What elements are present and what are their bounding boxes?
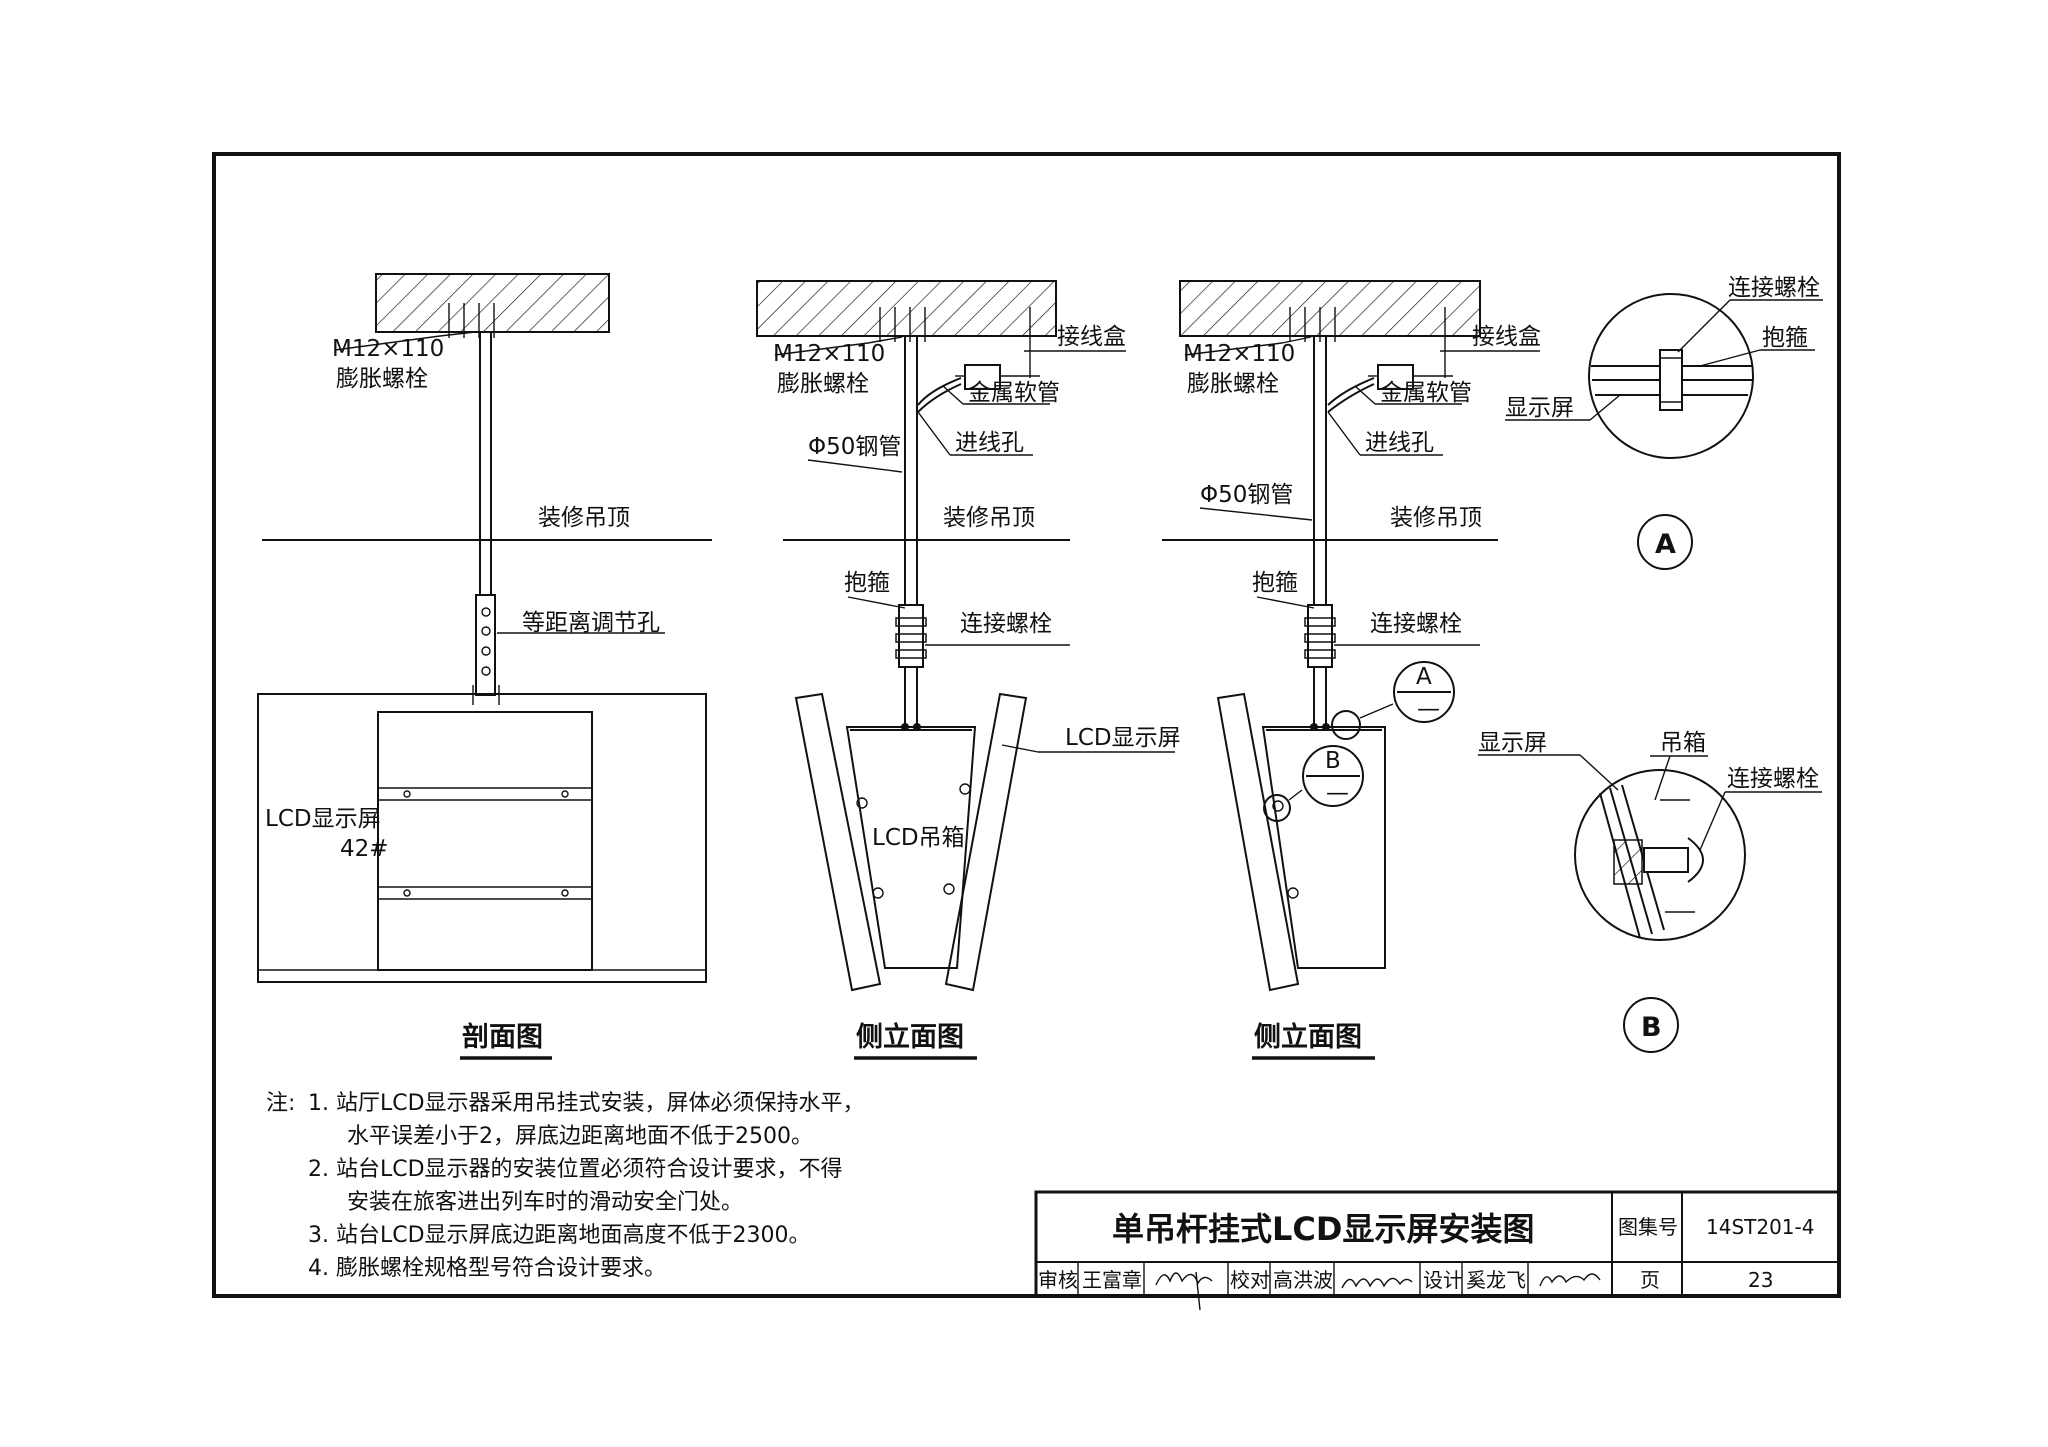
designer-name: 奚龙飞 [1466, 1268, 1526, 1292]
label-display-screen: 显示屏 [1478, 730, 1547, 756]
ceiling-slab [375, 273, 610, 333]
drawing-title: 单吊杆挂式LCD显示屏安装图 [1112, 1210, 1534, 1248]
label-hanging-box: 吊箱 [1660, 730, 1706, 756]
lcd-screen-panel [377, 711, 593, 971]
review-label: 审核 [1038, 1268, 1078, 1292]
reviewer-name: 王富章 [1082, 1268, 1142, 1292]
atlas-number: 14ST201-4 [1706, 1215, 1814, 1239]
lcd-cabinet-front [257, 693, 707, 983]
atlas-label: 图集号 [1618, 1215, 1678, 1239]
title-section: 剖面图 [462, 1021, 543, 1053]
label-lcd-box: LCD吊箱 [872, 825, 965, 851]
ceiling-slab [1179, 280, 1481, 337]
label-connecting-bolt: 连接螺栓 [1727, 766, 1819, 792]
callout-a-letter: A [1416, 664, 1432, 690]
detail-a-marker [1637, 514, 1693, 570]
label-lcd-screen: LCD显示屏 [1065, 725, 1181, 751]
detail-a-circle [1588, 293, 1754, 459]
drawing-frame [212, 152, 1841, 1298]
section-view: M12×110 膨胀螺栓 装修吊顶 等距离调节孔 LCD显示屏 42# 剖面图 [257, 273, 712, 1060]
side-view-2: M12×110 膨胀螺栓 接线盒 金属软管 进线孔 Φ50钢管 装修吊顶 抱箍 … [1162, 280, 1541, 1060]
design-label: 设计 [1423, 1268, 1463, 1292]
label-junction-box: 接线盒 [1472, 324, 1541, 350]
detail-b-marker-letter: B [1641, 1012, 1662, 1043]
note-line-1: 1. 站厅LCD显示器采用吊挂式安装，屏体必须保持水平， [308, 1091, 865, 1116]
label-bolt-m12: M12×110 [332, 336, 444, 362]
svg-text:—: — [1417, 696, 1440, 722]
title-block: 单吊杆挂式LCD显示屏安装图 图集号 14ST201-4 审核 王富章 校对 高… [1034, 1190, 1841, 1311]
label-metal-hose: 金属软管 [1380, 380, 1472, 406]
junction-box [1377, 364, 1414, 390]
check-label: 校对 [1230, 1268, 1270, 1292]
label-hoop: 抱箍 [1252, 570, 1298, 596]
label-steel-pipe: Φ50钢管 [1200, 482, 1293, 508]
reviewer-signature [1155, 1272, 1213, 1286]
label-hoop: 抱箍 [1762, 325, 1808, 351]
note-line-5: 3. 站台LCD显示屏底边距离地面高度不低于2300。 [308, 1223, 811, 1248]
detail-b: 显示屏 吊箱 连接螺栓 B [1478, 730, 1822, 1053]
note-line-6: 4. 膨胀螺栓规格型号符合设计要求。 [308, 1256, 666, 1281]
note-line-3: 2. 站台LCD显示器的安装位置必须符合设计要求，不得 [308, 1157, 843, 1182]
note-line-4: 安装在旅客进出列车时的滑动安全门处。 [347, 1190, 743, 1215]
label-ceiling: 装修吊顶 [1390, 505, 1482, 531]
lcd-screen-left [1216, 692, 1300, 992]
label-expansion-bolt: 膨胀螺栓 [777, 371, 869, 397]
label-connecting-bolt: 连接螺栓 [960, 611, 1052, 637]
notes-prefix: 注: [266, 1091, 295, 1116]
junction-box [964, 364, 1001, 390]
callout-b [1302, 745, 1364, 807]
label-display-screen: 显示屏 [1505, 395, 1574, 421]
lcd-hanging-box [845, 726, 977, 969]
label-bolt-m12: M12×110 [773, 341, 885, 367]
label-bolt-m12: M12×110 [1183, 341, 1295, 367]
label-lcd-screen-42: LCD显示屏 [265, 806, 381, 832]
label-inlet-hole: 进线孔 [955, 430, 1024, 456]
lcd-hanging-box [1261, 726, 1386, 969]
label-adjust-holes: 等距离调节孔 [522, 610, 660, 636]
title-side-1: 侧立面图 [856, 1021, 964, 1053]
label-metal-hose: 金属软管 [968, 380, 1060, 406]
label-hoop: 抱箍 [844, 570, 890, 596]
designer-signature [1539, 1273, 1601, 1287]
label-junction-box: 接线盒 [1057, 324, 1126, 350]
callout-b-letter: B [1325, 748, 1341, 774]
notes: 注: 1. 站厅LCD显示器采用吊挂式安装，屏体必须保持水平， 水平误差小于2，… [266, 1091, 865, 1281]
checker-signature [1341, 1277, 1413, 1289]
label-inlet-hole: 进线孔 [1365, 430, 1434, 456]
detail-a-marker-letter: A [1655, 529, 1676, 560]
label-connecting-bolt: 连接螺栓 [1370, 611, 1462, 637]
note-line-2: 水平误差小于2，屏底边距离地面不低于2500。 [347, 1124, 813, 1149]
detail-a: 连接螺栓 抱箍 显示屏 A [1505, 275, 1823, 570]
label-steel-pipe: Φ50钢管 [808, 434, 901, 460]
lcd-screen-right [944, 692, 1028, 992]
checker-name: 高洪波 [1273, 1268, 1333, 1292]
detail-b-marker [1623, 997, 1679, 1053]
title-side-2: 侧立面图 [1254, 1021, 1362, 1053]
label-expansion-bolt: 膨胀螺栓 [336, 366, 428, 392]
label-ceiling: 装修吊顶 [538, 505, 630, 531]
page-label: 页 [1640, 1268, 1660, 1292]
callout-a [1393, 661, 1455, 723]
detail-b-circle [1574, 769, 1746, 941]
label-connecting-bolt: 连接螺栓 [1728, 275, 1820, 301]
side-view-1: M12×110 膨胀螺栓 接线盒 金属软管 进线孔 Φ50钢管 装修吊顶 抱箍 … [756, 280, 1181, 1060]
label-expansion-bolt: 膨胀螺栓 [1187, 371, 1279, 397]
label-ceiling: 装修吊顶 [943, 505, 1035, 531]
ceiling-slab [756, 280, 1057, 337]
label-size-42: 42# [340, 836, 389, 862]
page-number: 23 [1748, 1268, 1773, 1292]
svg-text:—: — [1326, 780, 1349, 806]
